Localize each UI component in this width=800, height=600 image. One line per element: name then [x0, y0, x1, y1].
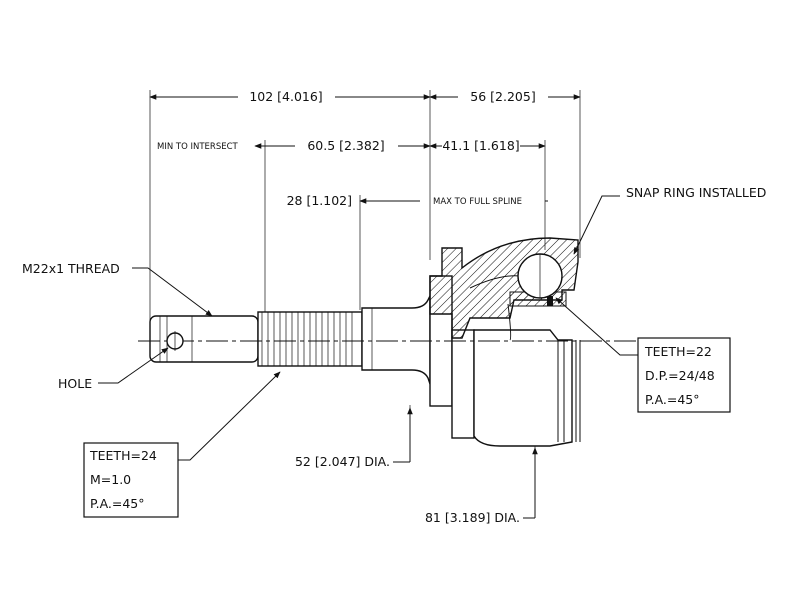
spline-box-left: TEETH=24 M=1.0 P.A.=45° — [83, 442, 179, 518]
spline-left-module: M=1.0 — [90, 472, 131, 487]
hole-marker — [166, 331, 184, 351]
spline-right-teeth: TEETH=22 — [644, 344, 712, 359]
dim-small-dia: 52 [2.047] DIA. — [295, 454, 390, 469]
spline-right-diametral-pitch: D.P.=24/48 — [645, 368, 715, 383]
leader-lines — [98, 195, 638, 461]
extension-lines — [149, 90, 581, 518]
spline-left-pressure-angle: P.A.=45° — [90, 496, 145, 511]
cv-joint-part — [149, 237, 581, 447]
dim-spline-length: 28 [1.102] — [287, 193, 352, 208]
spline-left-teeth: TEETH=24 — [89, 448, 157, 463]
callout-hole: HOLE — [58, 376, 92, 391]
spline-teeth — [261, 312, 353, 366]
dim-overall-left: 102 [4.016] — [249, 89, 322, 104]
dim-min-to-intersect-value: 60.5 [2.382] — [307, 138, 384, 153]
dimension-lines — [149, 94, 581, 519]
callout-snap-ring: SNAP RING INSTALLED — [626, 185, 766, 200]
dim-min-to-intersect-label: MIN TO INTERSECT — [157, 142, 239, 152]
dim-max-to-full-spline-label: MAX TO FULL SPLINE — [433, 197, 522, 207]
dim-overall-right: 56 [2.205] — [470, 89, 535, 104]
callout-thread: M22x1 THREAD — [22, 261, 120, 276]
spline-box-right: TEETH=22 D.P.=24/48 P.A.=45° — [637, 337, 731, 413]
dim-intersect-to-end: 41.1 [1.618] — [442, 138, 519, 153]
dim-large-dia: 81 [3.189] DIA. — [425, 510, 520, 525]
spline-right-pressure-angle: P.A.=45° — [645, 392, 700, 407]
